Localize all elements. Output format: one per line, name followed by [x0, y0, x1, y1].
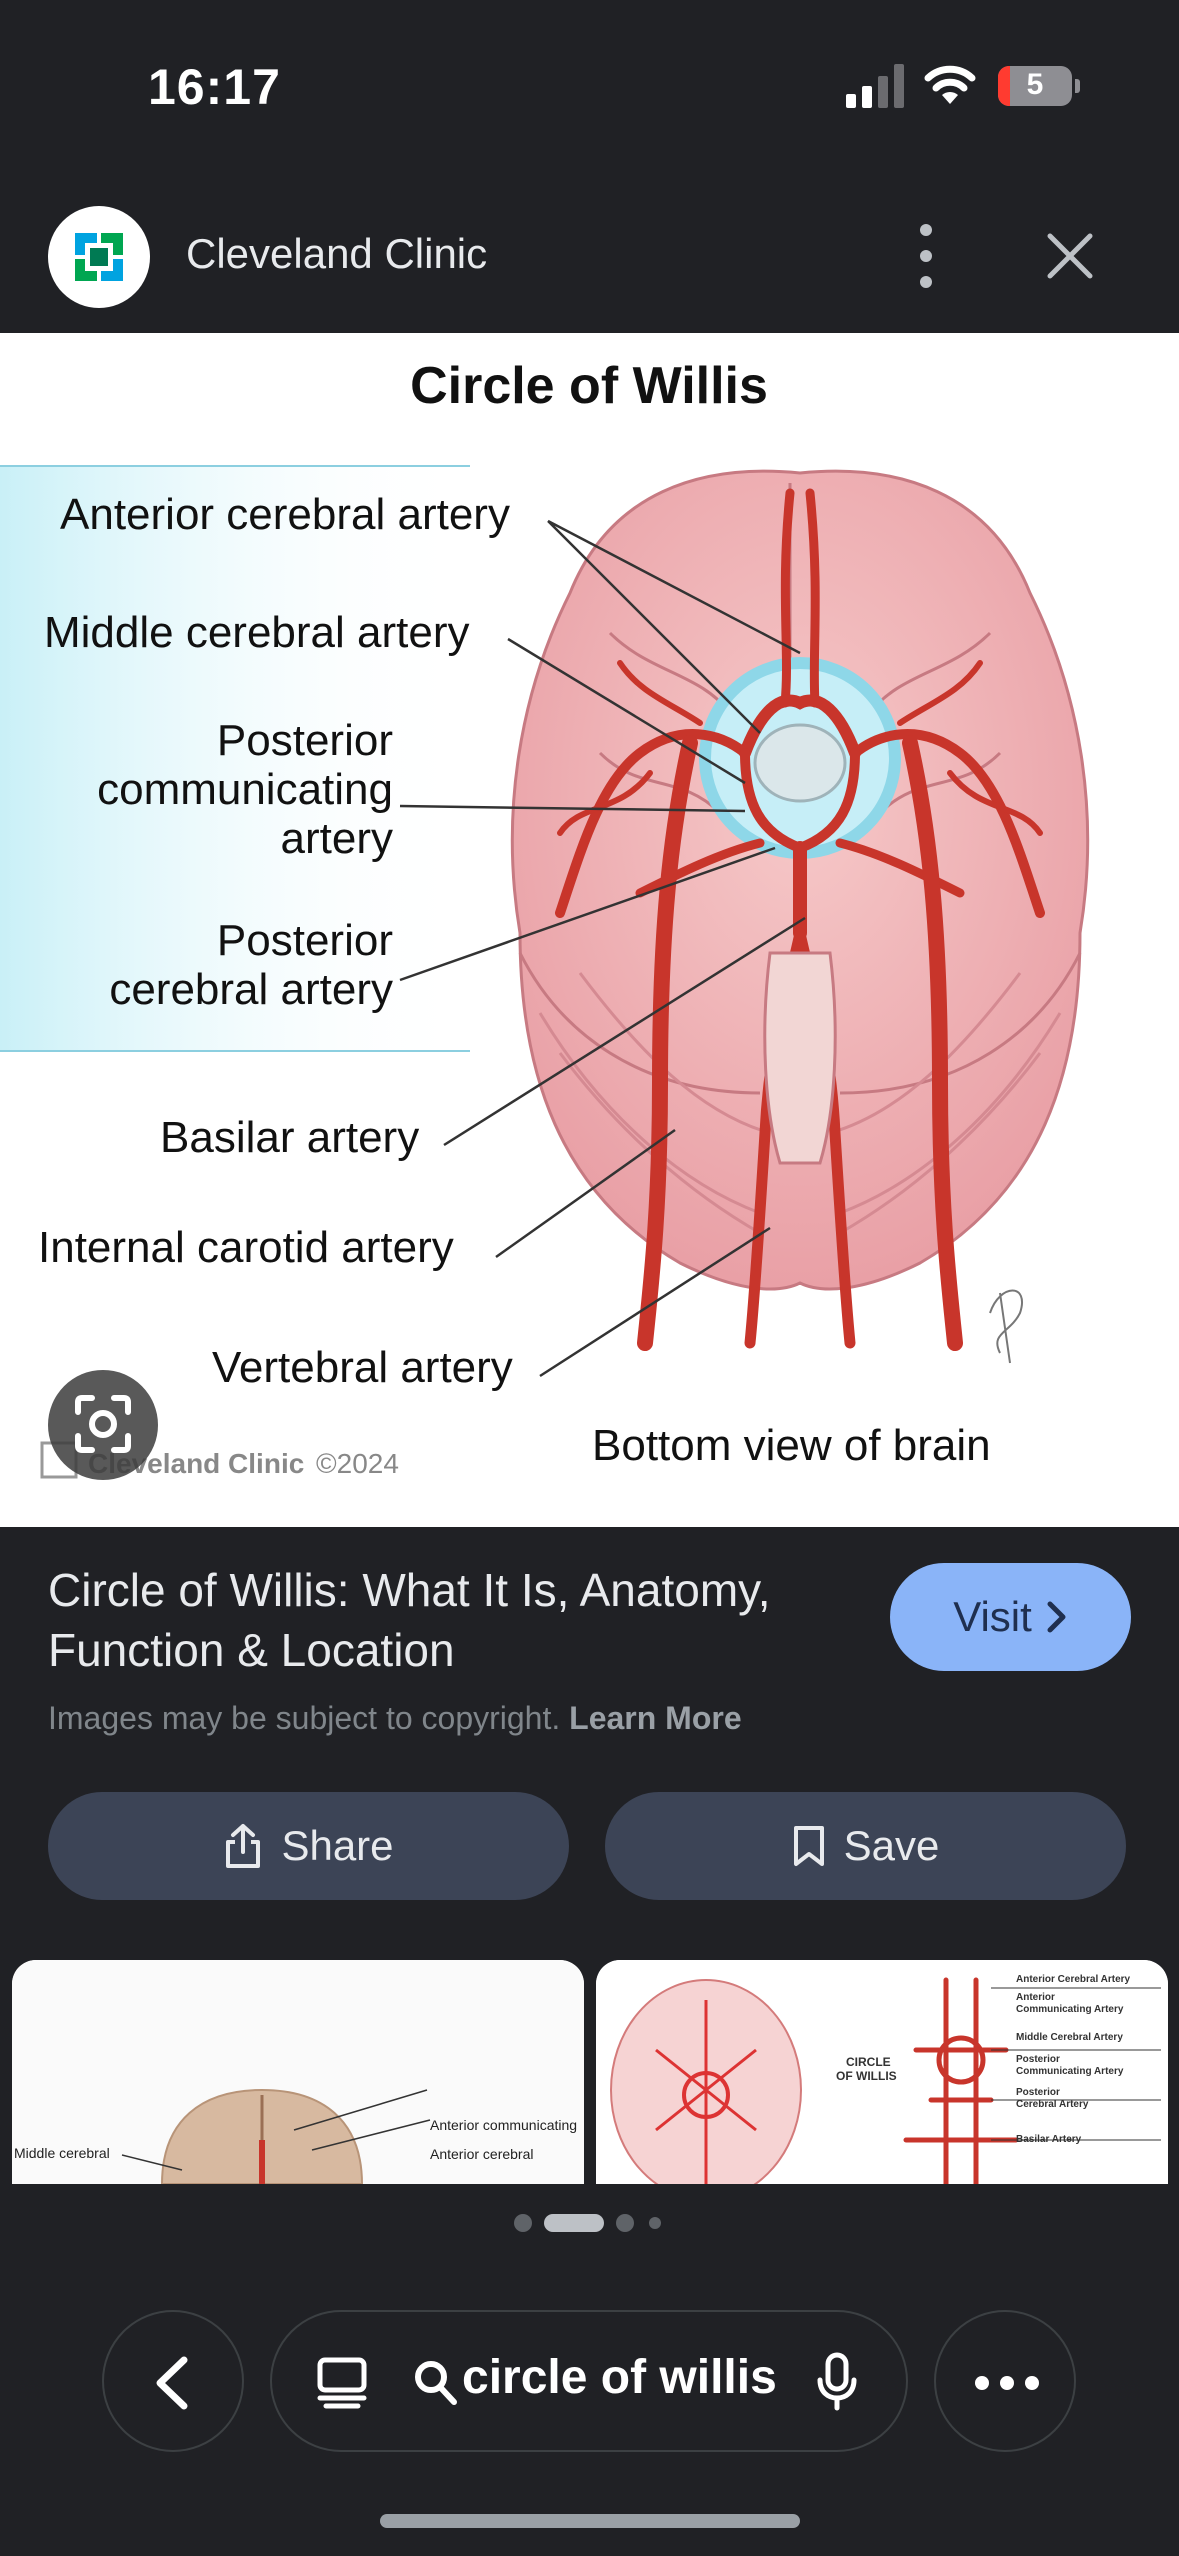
thumb1-label-anterior-cerebral: Anterior cerebral [430, 2146, 534, 2162]
battery-level: 5 [998, 68, 1072, 102]
close-icon[interactable] [1040, 226, 1100, 286]
thumb2-label-0: Anterior Cerebral Artery [1016, 1974, 1131, 1985]
lens-search-icon[interactable] [48, 1370, 158, 1480]
related-image-2[interactable]: CIRCLE OF WILLIS Anterior Cerebral Arter… [596, 1960, 1168, 2184]
result-title[interactable]: Circle of Willis: What It Is, Anatomy, F… [48, 1560, 868, 1680]
label-posterior-communicating-2: communicating [97, 765, 393, 814]
image-caption: Bottom view of brain [592, 1421, 991, 1470]
label-anterior-cerebral: Anterior cerebral artery [60, 490, 510, 539]
thumb2-label-2: Communicating Artery [1016, 2004, 1124, 2015]
home-indicator[interactable] [380, 2514, 800, 2528]
label-middle-cerebral: Middle cerebral artery [44, 608, 470, 657]
search-icon [414, 2360, 458, 2406]
tab-switcher-icon[interactable] [316, 2356, 368, 2410]
related-image-1[interactable]: Anterior communicating Anterior cerebral… [12, 1960, 584, 2184]
label-posterior-cerebral-2: cerebral artery [109, 965, 393, 1014]
thumb1-label-middle-cerebral: Middle cerebral [14, 2145, 110, 2161]
copyright-text: Images may be subject to copyright. [48, 1700, 560, 1736]
share-button[interactable]: Share [48, 1792, 569, 1900]
status-time: 16:17 [148, 58, 281, 116]
share-label: Share [281, 1822, 393, 1870]
back-button[interactable] [102, 2310, 244, 2452]
thumb2-circle-label-1: CIRCLE [846, 2055, 891, 2069]
thumb2-label-6: Posterior [1016, 2087, 1060, 2098]
label-basilar: Basilar artery [160, 1113, 419, 1162]
battery-icon: 5 [998, 66, 1080, 106]
pager-dot-active [544, 2214, 604, 2232]
visit-label: Visit [953, 1593, 1032, 1641]
label-internal-carotid: Internal carotid artery [38, 1223, 454, 1272]
more-horiz-icon [936, 2312, 1078, 2454]
result-image[interactable]: Circle of Willis Anterior cerebral arter… [0, 333, 1179, 1527]
thumb2-label-3: Middle Cerebral Artery [1016, 2032, 1123, 2043]
microphone-icon[interactable] [816, 2352, 858, 2412]
visit-button[interactable]: Visit [890, 1563, 1131, 1671]
status-bar: 16:17 5 [0, 0, 1179, 170]
learn-more-link[interactable]: Learn More [569, 1700, 741, 1736]
chevron-right-icon [1046, 1600, 1068, 1634]
label-posterior-communicating-3: artery [281, 814, 393, 863]
wifi-icon [924, 60, 976, 106]
circle-of-willis-illustration: Circle of Willis Anterior cerebral arter… [0, 333, 1179, 1527]
pager-dot [616, 2214, 634, 2232]
thumb1-label-anterior-communicating: Anterior communicating [430, 2117, 577, 2133]
search-query[interactable]: circle of willis [462, 2350, 777, 2405]
label-posterior-communicating-1: Posterior [217, 716, 393, 765]
thumb2-label-1: Anterior [1016, 1992, 1055, 2003]
chevron-left-icon [104, 2312, 246, 2454]
more-vert-icon[interactable] [910, 218, 942, 294]
cellular-signal-icon [846, 64, 906, 108]
thumb2-label-7: Cerebral Artery [1016, 2099, 1089, 2110]
label-posterior-cerebral-1: Posterior [217, 916, 393, 965]
copyright-year: ©2024 [316, 1448, 399, 1479]
image-heading: Circle of Willis [410, 357, 768, 415]
thumb2-label-5: Communicating Artery [1016, 2066, 1124, 2077]
label-vertebral: Vertebral artery [212, 1343, 513, 1392]
source-header: Cleveland Clinic [0, 190, 1179, 330]
bookmark-icon [792, 1824, 826, 1868]
copyright-notice: Images may be subject to copyright. Lear… [48, 1700, 742, 1737]
thumb2-label-4: Posterior [1016, 2054, 1060, 2065]
cleveland-clinic-logo-icon[interactable] [48, 206, 150, 308]
share-icon [223, 1822, 263, 1870]
pager-dot [649, 2217, 661, 2229]
more-options-button[interactable] [934, 2310, 1076, 2452]
carousel-pager [512, 2212, 672, 2234]
save-button[interactable]: Save [605, 1792, 1126, 1900]
save-label: Save [844, 1822, 940, 1870]
thumb2-circle-label-2: OF WILLIS [836, 2069, 897, 2083]
pager-dot [514, 2214, 532, 2232]
source-name[interactable]: Cleveland Clinic [186, 230, 487, 278]
